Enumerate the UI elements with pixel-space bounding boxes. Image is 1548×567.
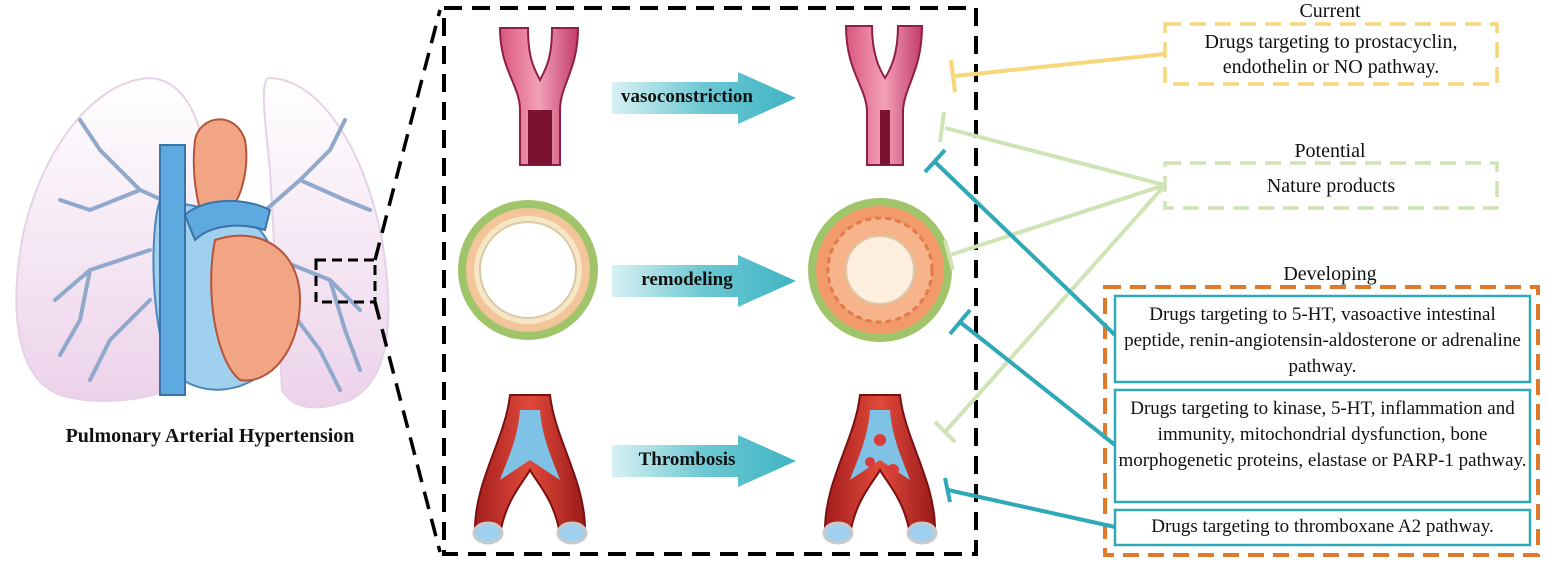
label-vasoconstriction: vasoconstriction	[621, 86, 753, 107]
zoom-box	[314, 258, 377, 304]
cross-section-remodeled	[808, 198, 952, 342]
heading-current: Current	[1299, 0, 1361, 22]
text-current: Drugs targeting to prostacyclin, endothe…	[1204, 31, 1458, 78]
arrow-remodeling	[612, 255, 796, 307]
zoom-panel	[442, 6, 978, 556]
inhibit-potential	[933, 111, 1167, 444]
developing-item-box-1	[1113, 294, 1532, 384]
bifurcation-thrombosis	[822, 394, 938, 545]
inhibit-developing	[923, 148, 1117, 529]
arrow-vasoconstriction	[612, 72, 796, 124]
text-developing-3: Drugs targeting to thromboxane A2 pathwa…	[1151, 516, 1494, 537]
label-thrombosis: Thrombosis	[638, 449, 736, 470]
heading-potential: Potential	[1294, 140, 1366, 162]
heading-developing: Developing	[1283, 263, 1377, 285]
bifurcation-normal	[472, 394, 588, 545]
lungs-heart-illustration	[15, 9, 442, 553]
zoom-line-bottom	[373, 301, 442, 553]
heart-left-ventricle	[210, 234, 302, 382]
vessel-constricted	[844, 25, 924, 166]
cross-section-normal	[458, 200, 598, 340]
caption-pah: Pulmonary Arterial Hypertension	[65, 425, 355, 447]
label-remodeling: remodeling	[641, 269, 733, 290]
vessel-normal	[498, 27, 580, 166]
arrow-thrombosis	[612, 435, 796, 487]
text-potential: Nature products	[1266, 175, 1396, 197]
developing-item-box-3	[1113, 508, 1532, 547]
developing-item-box-2	[1113, 388, 1532, 504]
text-developing-2: Drugs targeting to kinase, 5-HT, inflamm…	[1118, 398, 1527, 471]
inhibit-current	[949, 52, 1166, 93]
text-developing-1: Drugs targeting to 5-HT, vasoactive inte…	[1124, 304, 1521, 377]
vena-cava	[159, 144, 186, 396]
pulmonary-artery	[183, 199, 272, 242]
zoom-line-top	[373, 9, 442, 261]
aorta	[192, 118, 248, 217]
